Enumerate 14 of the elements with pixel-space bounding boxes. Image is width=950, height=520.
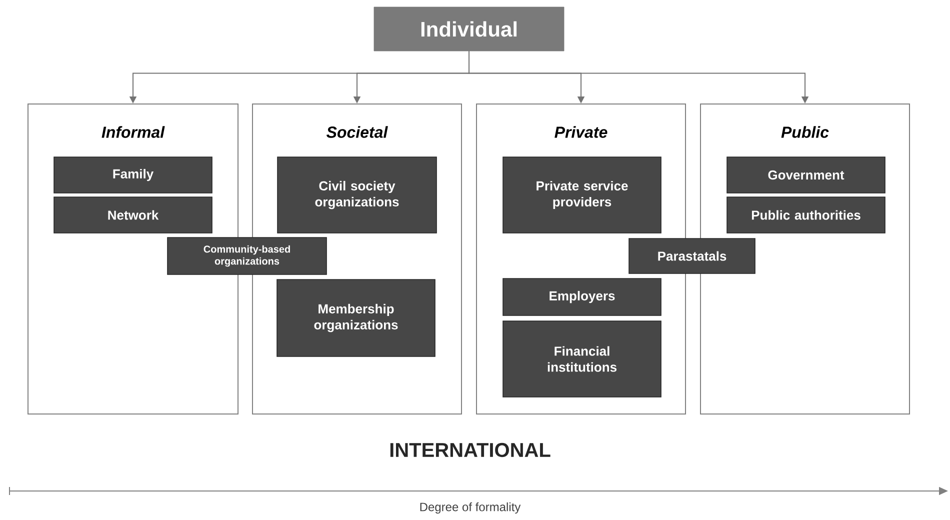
organization-box: Membership organizations — [276, 279, 436, 357]
organization-box: Employers — [502, 278, 662, 316]
organization-box: Private service providers — [502, 156, 662, 234]
organization-box: Family — [54, 156, 212, 194]
region-label: INTERNATIONAL — [390, 442, 550, 458]
organization-box: Network — [54, 196, 212, 234]
organization-box: Parastatals — [628, 238, 756, 274]
organization-box: Civil society organizations — [277, 156, 437, 234]
organization-box: Financial institutions — [502, 320, 662, 398]
title-box: Individual — [374, 6, 564, 52]
organization-box: Community-based organizations — [167, 237, 327, 275]
axis-label: Degree of formality — [420, 502, 521, 514]
organization-box: Public authorities — [726, 196, 886, 234]
organization-box: Government — [726, 156, 886, 194]
